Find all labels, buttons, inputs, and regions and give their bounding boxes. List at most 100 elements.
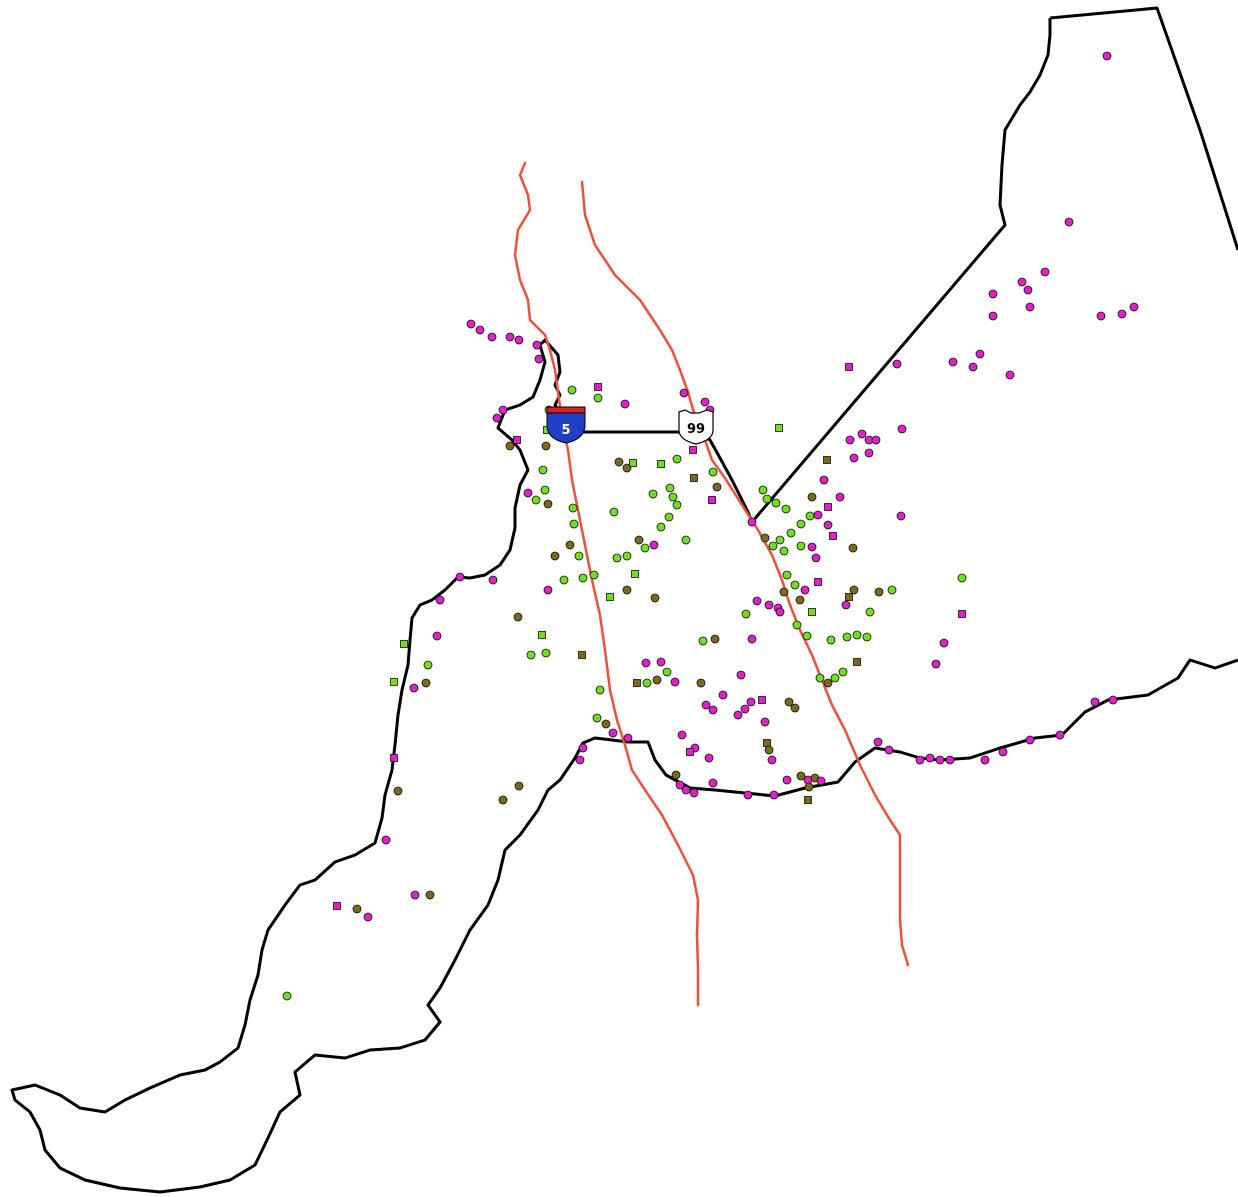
site-marker[interactable] — [958, 610, 966, 618]
site-marker[interactable] — [771, 498, 781, 508]
site-marker[interactable] — [513, 436, 521, 444]
site-marker[interactable] — [665, 483, 675, 493]
site-marker[interactable] — [664, 512, 674, 522]
site-marker[interactable] — [775, 607, 785, 617]
site-marker[interactable] — [948, 357, 958, 367]
site-marker[interactable] — [568, 503, 578, 513]
site-marker[interactable] — [642, 678, 652, 688]
site-marker[interactable] — [857, 429, 867, 439]
site-marker[interactable] — [622, 463, 632, 473]
site-marker[interactable] — [915, 755, 925, 765]
site-marker[interactable] — [814, 578, 822, 586]
site-marker[interactable] — [712, 482, 722, 492]
site-marker[interactable] — [641, 658, 651, 668]
site-marker[interactable] — [790, 703, 800, 713]
site-marker[interactable] — [487, 332, 497, 342]
site-marker[interactable] — [543, 499, 553, 509]
site-marker[interactable] — [631, 570, 639, 578]
site-marker[interactable] — [390, 678, 398, 686]
site-marker[interactable] — [811, 553, 821, 563]
site-marker[interactable] — [689, 788, 699, 798]
site-marker[interactable] — [865, 607, 875, 617]
site-marker[interactable] — [775, 424, 783, 432]
site-marker[interactable] — [939, 638, 949, 648]
site-marker[interactable] — [988, 311, 998, 321]
site-marker[interactable] — [677, 730, 687, 740]
site-marker[interactable] — [767, 755, 777, 765]
site-marker[interactable] — [769, 790, 779, 800]
site-marker[interactable] — [400, 640, 408, 648]
site-marker[interactable] — [845, 363, 853, 371]
site-marker[interactable] — [824, 503, 832, 511]
site-marker[interactable] — [538, 631, 546, 639]
site-marker[interactable] — [957, 573, 967, 583]
site-marker[interactable] — [708, 467, 718, 477]
site-marker[interactable] — [656, 522, 666, 532]
site-marker[interactable] — [390, 754, 398, 762]
site-marker[interactable] — [796, 519, 806, 529]
site-marker[interactable] — [1064, 217, 1074, 227]
site-marker[interactable] — [830, 673, 840, 683]
site-marker[interactable] — [550, 551, 560, 561]
site-marker[interactable] — [421, 678, 431, 688]
site-marker[interactable] — [779, 587, 789, 597]
site-marker[interactable] — [435, 595, 445, 605]
site-marker[interactable] — [594, 383, 602, 391]
site-marker[interactable] — [740, 704, 750, 714]
site-marker[interactable] — [758, 696, 766, 704]
interstate-5-shield[interactable]: 5 — [546, 406, 586, 444]
site-marker[interactable] — [475, 325, 485, 335]
site-marker[interactable] — [804, 782, 814, 792]
site-marker[interactable] — [845, 435, 855, 445]
site-marker[interactable] — [1025, 302, 1035, 312]
site-marker[interactable] — [874, 587, 884, 597]
site-marker[interactable] — [575, 755, 585, 765]
site-marker[interactable] — [532, 340, 542, 350]
site-marker[interactable] — [807, 542, 817, 552]
site-marker[interactable] — [620, 399, 630, 409]
site-marker[interactable] — [925, 753, 935, 763]
site-marker[interactable] — [540, 485, 550, 495]
site-marker[interactable] — [710, 634, 720, 644]
site-marker[interactable] — [768, 541, 778, 551]
site-marker[interactable] — [589, 570, 599, 580]
site-marker[interactable] — [622, 585, 632, 595]
site-marker[interactable] — [784, 697, 794, 707]
site-marker[interactable] — [823, 456, 831, 464]
site-marker[interactable] — [578, 743, 588, 753]
site-marker[interactable] — [606, 593, 614, 601]
site-marker[interactable] — [826, 635, 836, 645]
site-marker[interactable] — [668, 492, 678, 502]
site-marker[interactable] — [700, 397, 710, 407]
site-marker[interactable] — [823, 678, 833, 688]
site-marker[interactable] — [656, 657, 666, 667]
site-marker[interactable] — [897, 424, 907, 434]
site-marker[interactable] — [1090, 697, 1100, 707]
site-marker[interactable] — [633, 679, 641, 687]
site-marker[interactable] — [498, 795, 508, 805]
site-marker[interactable] — [623, 733, 633, 743]
site-marker[interactable] — [523, 488, 533, 498]
site-marker[interactable] — [672, 500, 682, 510]
site-marker[interactable] — [704, 753, 714, 763]
site-marker[interactable] — [808, 608, 816, 616]
site-marker[interactable] — [488, 575, 498, 585]
site-marker[interactable] — [569, 519, 579, 529]
site-marker[interactable] — [612, 553, 622, 563]
site-marker[interactable] — [689, 446, 697, 454]
site-marker[interactable] — [592, 713, 602, 723]
site-marker[interactable] — [779, 546, 789, 556]
site-marker[interactable] — [838, 667, 848, 677]
site-marker[interactable] — [1102, 51, 1112, 61]
site-marker[interactable] — [559, 575, 569, 585]
site-marker[interactable] — [746, 697, 756, 707]
us-99-shield[interactable]: 99 — [678, 409, 714, 445]
site-marker[interactable] — [601, 719, 611, 729]
site-marker[interactable] — [595, 685, 605, 695]
site-marker[interactable] — [741, 609, 751, 619]
site-marker[interactable] — [805, 511, 815, 521]
site-marker[interactable] — [760, 717, 770, 727]
site-marker[interactable] — [804, 796, 812, 804]
site-marker[interactable] — [762, 494, 772, 504]
site-marker[interactable] — [849, 453, 859, 463]
